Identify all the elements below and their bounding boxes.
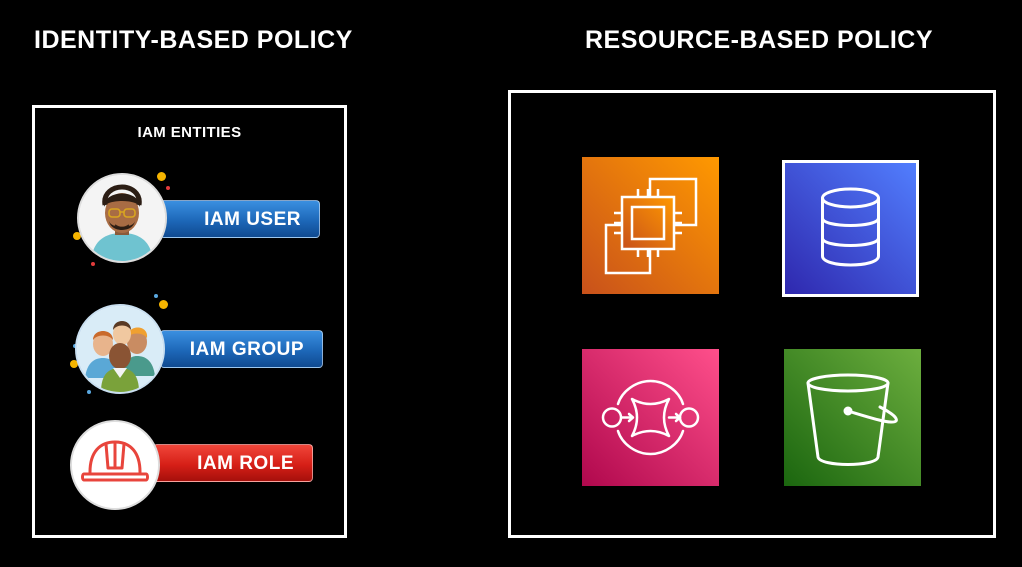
identity-policy-heading: IDENTITY-BASED POLICY: [34, 26, 353, 54]
database-icon: [782, 160, 919, 297]
iam-role-badge: IAM ROLE: [153, 444, 313, 482]
person-avatar-icon: [77, 173, 167, 263]
iam-entities-label: IAM ENTITIES: [137, 124, 242, 141]
resource-panel: [508, 90, 996, 538]
bucket-service-tile: [784, 349, 921, 486]
bucket-icon: [784, 349, 921, 486]
queue-icon: [582, 349, 719, 486]
people-group-icon: [75, 304, 165, 394]
iam-user-badge: IAM USER: [160, 200, 320, 238]
hard-hat-icon: [70, 420, 160, 510]
queue-service-tile: [582, 349, 719, 486]
database-service-tile: [782, 160, 919, 297]
identity-panel: IAM ENTITIES IAM USER IAM GROUP: [32, 105, 347, 538]
compute-chip-icon: [582, 157, 719, 294]
iam-group-badge: IAM GROUP: [160, 330, 323, 368]
compute-service-tile: [582, 157, 719, 294]
resource-policy-heading: RESOURCE-BASED POLICY: [585, 26, 934, 54]
